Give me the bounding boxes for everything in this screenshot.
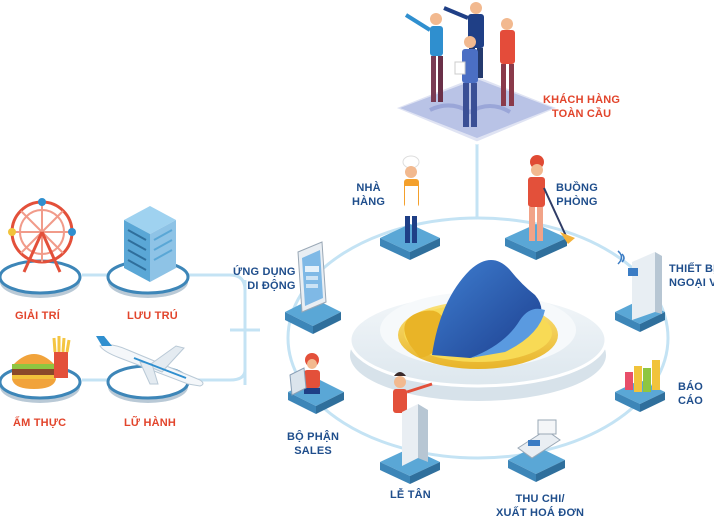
- restaurant-label-line2: HÀNG: [352, 196, 386, 208]
- dining-service: [0, 336, 82, 403]
- payments-node: [508, 419, 565, 482]
- entertainment-label-text: GIẢI TRÍ: [15, 310, 60, 322]
- entertainment-label: GIẢI TRÍ: [15, 309, 60, 323]
- pos-terminal-icon: [517, 419, 561, 459]
- travel-label: LỮ HÀNH: [124, 416, 176, 430]
- global-customers-label-line1: KHÁCH HÀNG: [543, 94, 621, 106]
- payments-label-line1: THU CHI/: [515, 493, 565, 505]
- airplane-icon: [96, 336, 204, 387]
- cloud-platform-icon: [398, 260, 558, 369]
- restaurant-label-line1: NHÀ: [356, 182, 381, 194]
- mobile-app-label-line2: DI ĐỘNG: [247, 280, 296, 292]
- burger-fries-icon: [12, 336, 71, 389]
- lodging-service: [106, 206, 190, 298]
- reception-label-line1: LỄ TÂN: [390, 489, 431, 501]
- receptionist-icon: [393, 372, 433, 466]
- entertainment-service: [0, 198, 82, 298]
- housekeeping-label-line1: BUỒNG: [556, 182, 598, 194]
- peripherals-node: [615, 250, 665, 332]
- chef-icon: [402, 155, 420, 243]
- reports-node: [615, 360, 665, 412]
- global-customers-label-line2: TOÀN CẦU: [551, 108, 612, 120]
- housekeeping-label-line2: PHÒNG: [556, 196, 598, 208]
- connector-lines: [82, 138, 670, 460]
- smartphone-icon: [297, 241, 327, 313]
- dining-label-text: ẨM THỰC: [13, 417, 67, 429]
- sales-label-line2: SALES: [294, 445, 332, 457]
- reception-label: LỄ TÂN: [390, 488, 431, 502]
- mobile-app-label-line1: ỨNG DỤNG: [233, 266, 296, 278]
- peripherals-label: THIẾT BỊ NGOẠI VI: [669, 262, 714, 290]
- reception-node: [380, 372, 440, 484]
- housekeeping-node: [505, 155, 575, 260]
- peripherals-label-line1: THIẾT BỊ: [669, 263, 714, 275]
- sales-label: BỘ PHẬN SALES: [287, 430, 339, 458]
- ferris-wheel-icon: [8, 198, 76, 273]
- reports-label: BÁO CÁO: [678, 380, 703, 408]
- hotel-building-icon: [124, 206, 176, 282]
- housekeeping-label: BUỒNG PHÒNG: [556, 181, 598, 209]
- sales-label-line1: BỘ PHẬN: [287, 431, 340, 443]
- global-customers-node: [389, 2, 564, 145]
- travel-label-text: LỮ HÀNH: [124, 417, 177, 429]
- restaurant-node: [380, 155, 440, 260]
- mobile-app-node: [285, 241, 341, 334]
- travel-service: [96, 336, 204, 403]
- restaurant-label: NHÀ HÀNG: [352, 181, 385, 209]
- dining-label: ẨM THỰC: [13, 416, 66, 430]
- sales-node: [288, 353, 344, 414]
- peripherals-label-line2: NGOẠI VI: [669, 277, 714, 289]
- lodging-label-text: LƯU TRÚ: [127, 310, 178, 322]
- global-customers-label: KHÁCH HÀNG TOÀN CẦU: [543, 93, 620, 121]
- central-platform: [348, 260, 608, 401]
- bar-chart-icon: [625, 360, 660, 392]
- mobile-app-label: ỨNG DỤNG DI ĐỘNG: [233, 265, 296, 293]
- lodging-label: LƯU TRÚ: [127, 309, 178, 323]
- housekeeper-icon: [528, 155, 575, 244]
- laptop-user-icon: [289, 353, 320, 396]
- payments-label-line2: XUẤT HOÁ ĐƠN: [496, 507, 585, 519]
- reports-label-line2: CÁO: [678, 395, 704, 407]
- kiosk-icon: [617, 250, 662, 320]
- reports-label-line1: BÁO: [678, 381, 704, 393]
- people-group-icon: [404, 2, 515, 127]
